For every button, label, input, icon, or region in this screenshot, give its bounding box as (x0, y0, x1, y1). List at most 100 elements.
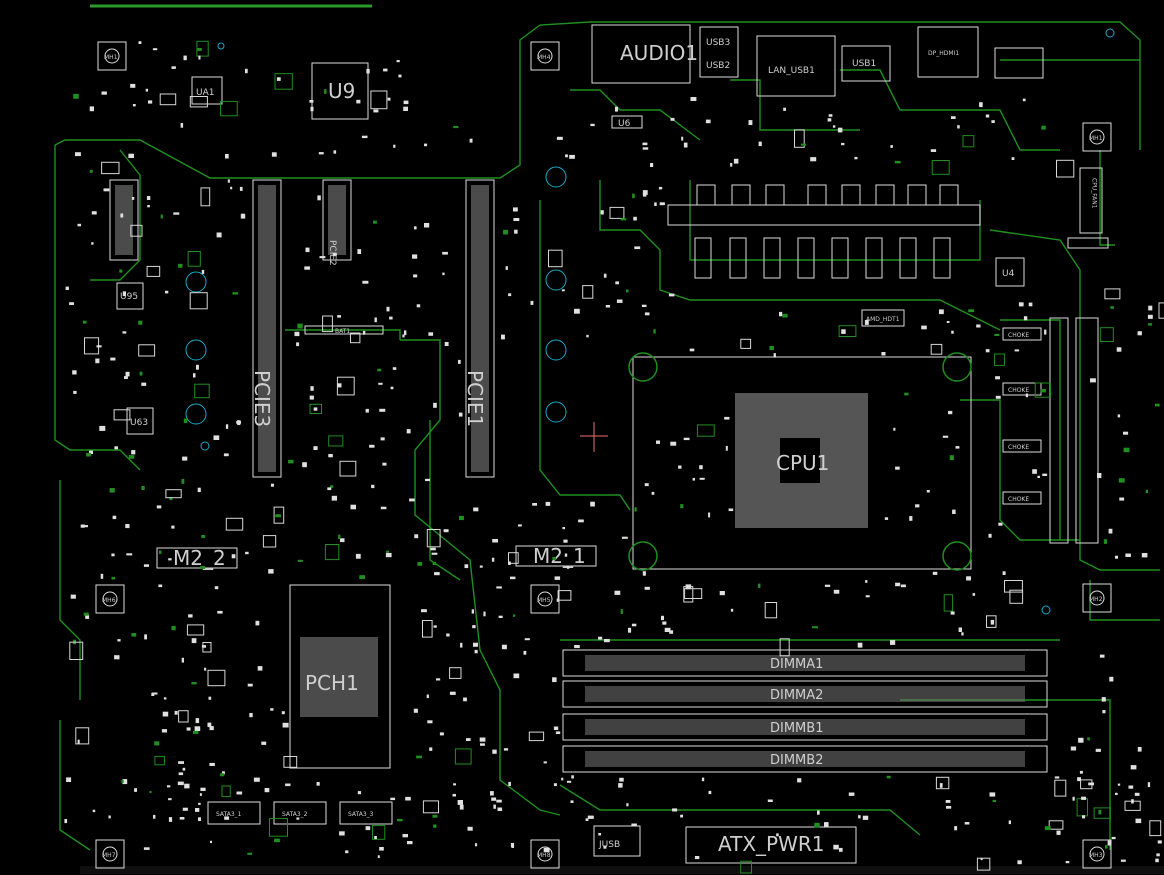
smd-part (616, 299, 623, 303)
smd-part (890, 640, 896, 645)
smd-part (779, 311, 783, 317)
smd-part (1023, 316, 1028, 321)
smd-part (942, 435, 949, 438)
smd-part (600, 210, 604, 215)
smd-part (412, 254, 418, 259)
smd-part (149, 791, 152, 794)
smd-part (609, 206, 625, 219)
smd-part (201, 645, 206, 648)
smd-part (471, 609, 474, 614)
smd-part (198, 817, 201, 821)
smd-part (139, 371, 143, 376)
smd-part (178, 263, 183, 268)
smd-part (893, 427, 896, 431)
smd-part (466, 738, 471, 741)
smd-part (1125, 553, 1131, 557)
smd-part (1070, 746, 1077, 751)
smd-part (604, 639, 610, 643)
svg-text:CHOKE: CHOKE (1008, 496, 1029, 503)
smd-part (493, 804, 496, 809)
smd-part (817, 810, 820, 815)
smd-part (618, 783, 623, 788)
smd-part (427, 720, 433, 724)
smd-part (184, 783, 190, 789)
smd-part (578, 519, 584, 523)
smd-part (143, 564, 149, 567)
smd-part (814, 822, 820, 828)
vrm-chokes (694, 237, 951, 279)
smd-part (1115, 555, 1118, 559)
smd-part (382, 462, 387, 466)
smd-part (187, 251, 201, 267)
smd-part (554, 576, 561, 580)
smd-part (372, 825, 386, 840)
smd-part (513, 218, 520, 221)
smd-part (497, 807, 503, 811)
smd-part (1081, 796, 1086, 800)
svg-text:MH8: MH8 (537, 852, 551, 859)
smd-part (222, 771, 225, 775)
smd-part (454, 748, 472, 765)
smd-part (633, 216, 637, 221)
smd-part (459, 804, 464, 810)
smd-part (1095, 748, 1101, 752)
svg-text:DIMMA2: DIMMA2 (770, 688, 823, 703)
smd-part (337, 383, 342, 388)
smd-part (261, 741, 267, 745)
smd-part (288, 459, 294, 464)
smd-part (294, 331, 300, 337)
smd-part (134, 788, 137, 792)
smd-part (474, 649, 478, 654)
screw-pad-mh: MH4 (530, 41, 560, 71)
smd-part (939, 309, 944, 315)
smd-part (413, 708, 418, 713)
smd-part (758, 141, 762, 147)
smd-part (200, 787, 206, 791)
smd-part (730, 608, 734, 612)
smd-part (396, 60, 400, 63)
smd-part (449, 691, 456, 695)
u4-label: U4 (1002, 269, 1015, 279)
screw-pad-mh: MH8 (530, 839, 560, 869)
smd-part (837, 127, 843, 133)
audio-connector (591, 24, 691, 84)
smd-part (64, 819, 68, 824)
smd-part (1044, 826, 1051, 831)
smd-part (453, 783, 456, 786)
smd-part (939, 783, 943, 788)
svg-text:SATA3_3: SATA3_3 (348, 811, 374, 818)
smd-part (496, 799, 502, 803)
smd-part (422, 620, 433, 638)
smd-part (681, 136, 684, 141)
smd-part (1141, 553, 1148, 558)
u95-chip: U95 (116, 282, 144, 310)
smd-part (1011, 157, 1015, 160)
smd-part (1149, 820, 1162, 837)
smd-part (672, 808, 678, 812)
dp-hdmi-connector (917, 26, 979, 78)
smd-part (841, 142, 845, 146)
smd-part (122, 291, 126, 297)
smd-part (1037, 475, 1040, 478)
smd-part (614, 590, 621, 595)
smd-part (380, 437, 385, 441)
smd-part (444, 342, 449, 346)
svg-text:MH7: MH7 (102, 852, 116, 859)
smd-part (642, 571, 646, 576)
smd-part (165, 489, 182, 499)
smd-part (952, 509, 956, 514)
smd-part (403, 330, 407, 336)
smd-part (414, 534, 419, 539)
origin-crosshair (580, 422, 608, 452)
smd-part (379, 408, 386, 412)
smd-part (1018, 302, 1024, 307)
smd-part (824, 584, 831, 587)
smd-part (890, 145, 893, 148)
smd-part (696, 424, 715, 437)
smd-part (833, 589, 840, 594)
smd-part (508, 293, 512, 297)
smd-part (764, 602, 778, 619)
atx-power-connector: ATX_PWR1 (685, 826, 857, 864)
smd-part (168, 558, 172, 561)
smd-part (131, 450, 136, 455)
